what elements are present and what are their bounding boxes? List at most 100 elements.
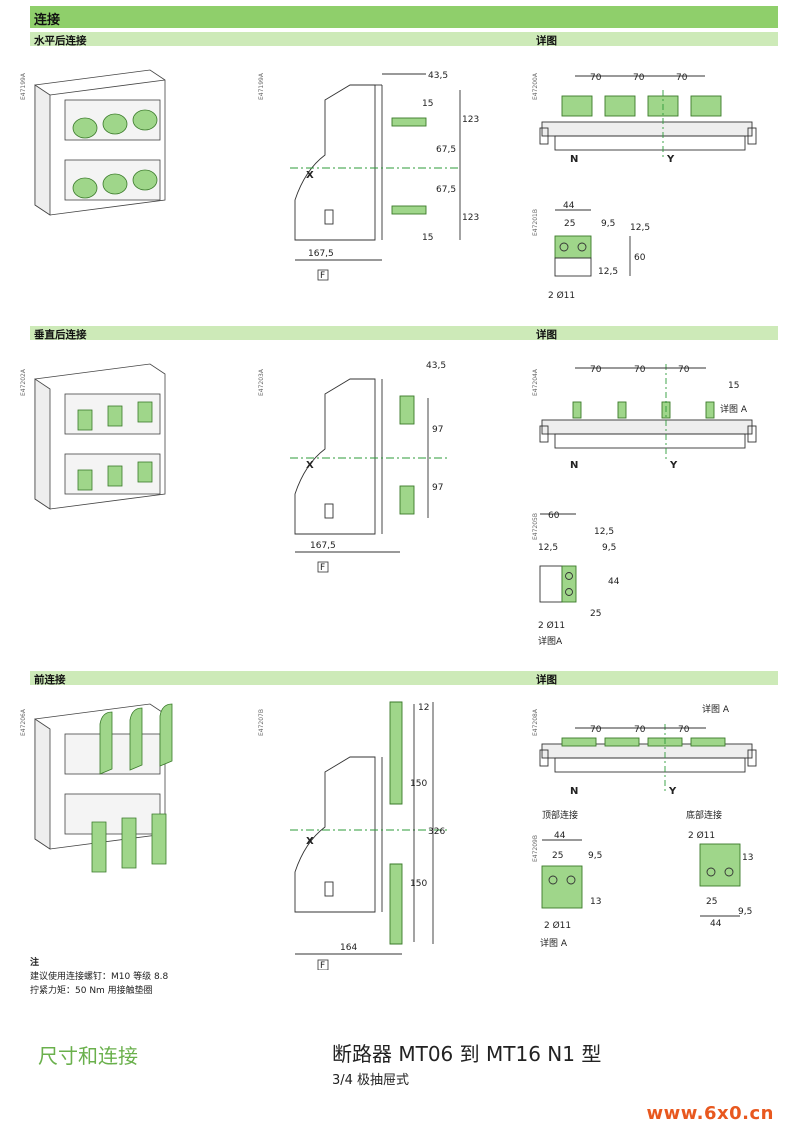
dim-label: 67,5 [436, 185, 456, 195]
detail-a-label: 详图 A [540, 937, 568, 949]
dim-label: 97 [432, 483, 443, 493]
dim-label: 9,5 [601, 219, 615, 229]
detail-top-view [539, 364, 757, 462]
drawing-code: E47199A [20, 73, 27, 100]
footer-subtitle: 3/4 极抽屉式 [332, 1073, 410, 1088]
dim-label: 326 [428, 827, 445, 837]
dim-label: 44 [554, 831, 566, 841]
detail-a-label: 详图 A [720, 403, 748, 415]
dim-label: 15 [422, 233, 433, 243]
side-view-drawing [290, 73, 461, 261]
dim-label: 43,5 [428, 71, 448, 81]
dim-label: 25 [552, 851, 563, 861]
dim-label: 60 [634, 253, 646, 263]
dim-label: 9,5 [602, 543, 616, 553]
dim-label: 15 [422, 99, 433, 109]
f-reference-label: F [320, 961, 325, 970]
dim-label: 150 [410, 779, 427, 789]
dim-label: 12,5 [598, 267, 618, 277]
section-bar-horizontal: 水平后连接 详图 [30, 32, 778, 47]
hole-label: 2 Ø11 [544, 920, 571, 931]
n-label: N [570, 460, 578, 471]
section-front-drawings: X 12 150 326 150 164 F 70 70 70 详图 A N Y… [34, 701, 757, 970]
top-terminal-detail [541, 839, 583, 909]
note-line: 建议使用连接螺钉：M10 等级 8.8 [30, 972, 169, 982]
n-label: N [570, 154, 578, 165]
dim-label: 12,5 [594, 527, 614, 537]
dim-label: 70 [678, 365, 690, 375]
dim-label: 44 [563, 201, 575, 211]
section-vertical-drawings: X 43,5 97 97 167,5 F 70 70 70 15 详图 A N … [34, 361, 757, 647]
side-view-drawing [290, 378, 450, 553]
f-reference-label: F [320, 563, 325, 573]
dim-label: 123 [462, 115, 479, 125]
breaker-3d-illustration [34, 703, 173, 873]
dim-label: 70 [678, 725, 690, 735]
dim-label: 12 [418, 703, 429, 713]
dim-label: 164 [340, 943, 357, 953]
section-bar-front: 前连接 详图 [30, 671, 778, 686]
section-horizontal-drawings: X 43,5 15 123 67,5 67,5 123 15 167,5 F 7… [34, 69, 757, 301]
detail-label-vertical: 详图 [536, 329, 557, 341]
detail-label-front: 详图 [536, 674, 557, 686]
axis-x-label: X [306, 836, 314, 847]
f-reference-label: F [320, 271, 325, 281]
y-label: Y [668, 786, 677, 797]
note-title: 注 [30, 958, 40, 968]
bottom-terminal-detail [699, 843, 741, 917]
dim-label: 167,5 [308, 249, 334, 259]
dim-label: 9,5 [738, 907, 752, 917]
dim-label: 150 [410, 879, 427, 889]
drawing-code: E47202A [20, 369, 27, 396]
footer-section-name: 尺寸和连接 [38, 1044, 138, 1068]
dim-label: 70 [676, 73, 688, 83]
dim-label: 9,5 [588, 851, 602, 861]
detail-a-label: 详图 A [702, 703, 730, 715]
dim-label: 13 [590, 897, 601, 907]
dim-label: 15 [728, 381, 739, 391]
dim-label: 25 [590, 609, 601, 619]
dim-label: 12,5 [538, 543, 558, 553]
hole-label: 2 Ø11 [688, 830, 715, 841]
detail-top-view [539, 75, 757, 160]
dim-label: 43,5 [426, 361, 446, 371]
section-label-horizontal: 水平后连接 [34, 35, 87, 47]
section-label-front: 前连接 [34, 674, 66, 686]
terminal-detail [539, 513, 577, 603]
dim-label: 70 [634, 725, 646, 735]
dim-label: 12,5 [630, 223, 650, 233]
terminal-detail [554, 209, 631, 277]
detail-label-horizontal: 详图 [536, 35, 557, 47]
dim-label: 70 [634, 365, 646, 375]
drawing-code: E47206A [20, 709, 27, 736]
axis-x-label: X [306, 460, 314, 471]
header-title: 连接 [34, 13, 61, 28]
dim-label: 70 [590, 73, 602, 83]
breaker-3d-illustration [34, 363, 166, 510]
dim-label: 44 [608, 577, 620, 587]
dim-label: 67,5 [436, 145, 456, 155]
hole-label: 2 Ø11 [548, 290, 575, 301]
axis-x-label: X [306, 170, 314, 181]
dim-label: 13 [742, 853, 753, 863]
dim-label: 25 [564, 219, 575, 229]
hole-label: 2 Ø11 [538, 620, 565, 631]
dim-label: 60 [548, 511, 560, 521]
breaker-3d-illustration [34, 69, 166, 216]
note-line: 拧紧力矩：50 Nm 用接触垫圈 [30, 986, 153, 996]
side-view-drawing [290, 701, 450, 955]
watermark: www.6x0.cn [646, 1103, 774, 1124]
footer-title: 断路器 MT06 到 MT16 N1 型 [332, 1042, 602, 1066]
detail-a-label: 详图A [538, 635, 563, 647]
dim-label: 70 [590, 365, 602, 375]
bottom-connection-label: 底部连接 [686, 809, 722, 821]
n-label: N [570, 786, 578, 797]
y-label: Y [669, 460, 678, 471]
section-bar-vertical: 垂直后连接 详图 [30, 326, 778, 341]
header-bar: 连接 [30, 6, 778, 28]
dim-label: 25 [706, 897, 717, 907]
dim-label: 44 [710, 919, 722, 929]
dim-label: 70 [633, 73, 645, 83]
section-label-vertical: 垂直后连接 [34, 329, 87, 341]
y-label: Y [666, 154, 675, 165]
